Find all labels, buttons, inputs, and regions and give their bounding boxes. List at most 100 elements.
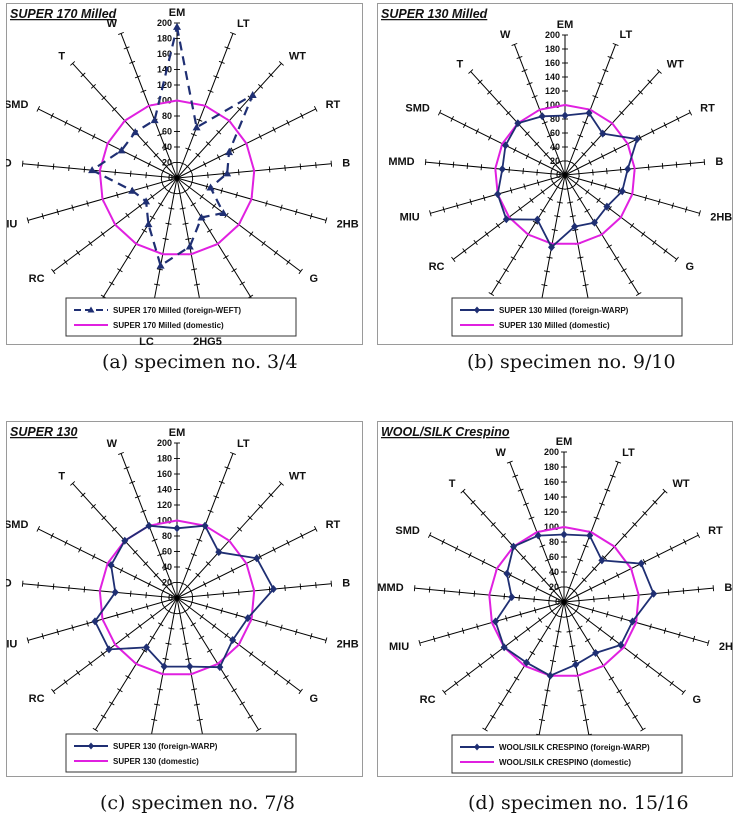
tick-mark	[145, 592, 147, 599]
tick-mark	[546, 134, 553, 138]
tick-mark	[140, 89, 147, 93]
tick-mark	[265, 200, 268, 207]
tick-mark	[272, 546, 276, 553]
panel-frame	[377, 421, 733, 777]
tick-mark	[598, 502, 605, 506]
tick-mark	[230, 31, 236, 35]
tick-mark	[239, 701, 246, 706]
axis-label-rc: RC	[29, 273, 45, 285]
legend-label: WOOL/SILK CRESPINO (domestic)	[499, 758, 631, 767]
data-point-diamond	[598, 556, 606, 565]
tick-mark	[572, 147, 579, 151]
tick-mark	[427, 532, 432, 539]
tick-mark	[162, 604, 167, 611]
tick-mark	[645, 662, 650, 668]
tick-mark	[466, 162, 469, 169]
tick-mark	[286, 119, 290, 126]
radial-tick-label: 100	[544, 522, 559, 532]
tick-mark	[224, 632, 229, 639]
tick-mark	[503, 593, 505, 600]
data-point-triangle	[197, 213, 206, 221]
data-point-diamond	[111, 588, 119, 597]
tick-mark	[511, 42, 518, 46]
tick-mark	[63, 679, 68, 685]
tick-mark	[134, 495, 141, 499]
chart-title: SUPER 130 Milled	[381, 7, 488, 21]
data-point-diamond	[503, 569, 511, 578]
tick-mark	[553, 612, 559, 617]
tick-mark	[111, 106, 117, 112]
tick-mark	[473, 239, 478, 246]
legend-label: SUPER 130 (domestic)	[113, 757, 199, 766]
tick-mark	[537, 617, 543, 623]
radial-tick-label: 60	[162, 547, 172, 557]
tick-mark	[442, 689, 447, 696]
tick-mark	[663, 627, 667, 634]
tick-mark	[190, 622, 197, 627]
tick-mark	[525, 153, 530, 160]
tick-mark	[176, 192, 183, 195]
tick-mark	[193, 283, 200, 286]
tick-mark	[268, 586, 271, 593]
tick-mark	[582, 121, 589, 125]
tick-mark	[26, 217, 30, 224]
radial-tick-label: 100	[157, 516, 172, 526]
tick-mark	[56, 208, 59, 215]
data-point-diamond	[186, 662, 194, 671]
tick-mark	[671, 202, 674, 209]
tick-mark	[220, 187, 223, 194]
tick-mark	[78, 546, 82, 553]
tick-mark	[500, 533, 506, 538]
radial-tick-label: 200	[157, 438, 172, 448]
tick-mark	[162, 567, 169, 571]
axis-label-lt: LT	[620, 29, 633, 41]
data-point-diamond	[105, 645, 113, 654]
tick-mark	[179, 162, 186, 166]
tick-mark	[517, 244, 524, 249]
tick-mark	[567, 160, 574, 164]
tick-mark	[620, 615, 623, 622]
data-point-diamond	[509, 542, 517, 551]
tick-mark	[640, 727, 646, 732]
tick-mark	[273, 670, 279, 676]
series-line-foreign	[494, 533, 655, 677]
tick-mark	[182, 642, 189, 645]
tick-mark	[230, 147, 235, 154]
tick-mark	[533, 596, 535, 603]
tick-mark	[205, 561, 211, 566]
tick-mark	[642, 510, 648, 516]
tick-mark	[466, 671, 471, 677]
data-point-triangle	[185, 242, 194, 250]
tick-mark	[526, 82, 533, 86]
tick-mark	[458, 589, 461, 596]
tick-mark	[100, 231, 105, 237]
data-point-diamond	[508, 593, 516, 602]
tick-mark	[538, 159, 542, 166]
radial-tick-label: 120	[157, 500, 172, 510]
tick-mark	[644, 194, 648, 201]
tick-mark	[261, 660, 266, 667]
tick-mark	[539, 544, 546, 548]
axis-label-em: EM	[557, 19, 574, 31]
tick-mark	[191, 688, 198, 691]
tick-mark	[160, 599, 164, 606]
tick-mark	[577, 256, 584, 259]
tick-mark	[160, 173, 163, 180]
tick-mark	[286, 539, 290, 546]
data-point-diamond	[500, 643, 508, 652]
tick-mark	[429, 210, 432, 217]
tick-mark	[129, 60, 136, 64]
tick-mark	[196, 118, 203, 122]
data-point-diamond	[561, 111, 569, 120]
radar-panel-b: SUPER 130 MilledEMLTWTRTB2HBG2HG2HG5LCWC…	[377, 3, 733, 345]
tick-mark	[550, 165, 555, 172]
tick-mark	[117, 688, 123, 693]
data-point-diamond	[534, 531, 542, 540]
data-point-diamond	[585, 108, 593, 117]
tick-mark	[553, 162, 559, 168]
tick-mark	[475, 128, 480, 135]
tick-mark	[80, 492, 86, 498]
legend-label: SUPER 130 (foreign-WARP)	[113, 742, 218, 751]
tick-mark	[649, 623, 652, 630]
data-point-triangle	[248, 90, 257, 98]
